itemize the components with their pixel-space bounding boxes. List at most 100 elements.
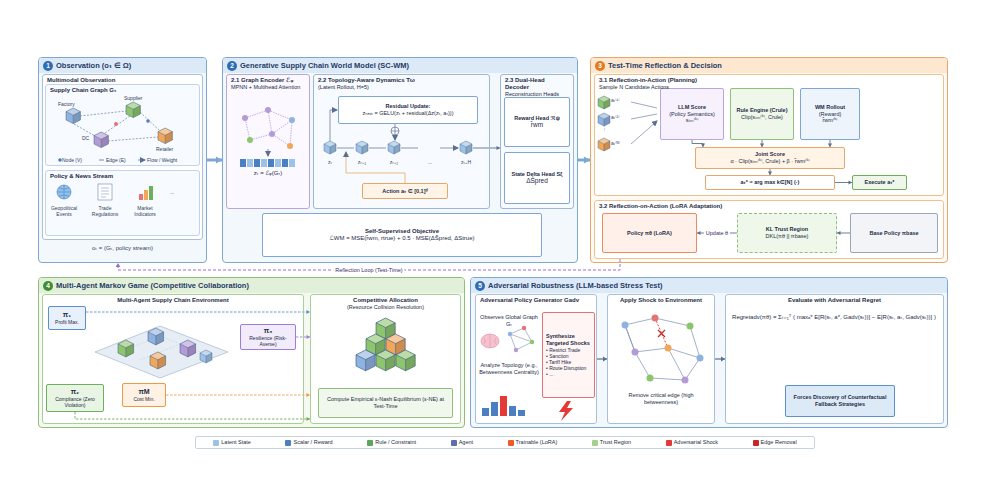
illustration-part — [200, 350, 212, 363]
part-label: Retailer — [156, 146, 173, 152]
step-number: 3 — [595, 61, 605, 71]
illustration-part — [697, 355, 704, 362]
box-content: aₜ* = arg max k∈[N] (·) — [706, 176, 834, 189]
node-text: Sample N Candidate Actions — [599, 84, 939, 91]
node-text: ℒWM = MSE(r̂wm, rtrue) + 0.5 · MSE(ΔŜpre… — [329, 235, 474, 242]
group-heading: 2.2 Topology-Aware Dynamics Tω(Latent Ro… — [314, 75, 489, 93]
part-label: Geopolitical Events — [45, 205, 83, 217]
group-box: 2.3 Dual-Head DecoderReconstruction Head… — [500, 74, 574, 209]
latent-rollout — [324, 110, 489, 183]
group-box: Policy & News Stream — [45, 170, 200, 236]
group-heading: Multimodal Observation — [43, 75, 202, 86]
illustration-part — [57, 185, 71, 199]
illustration-part — [622, 322, 629, 329]
process-box: Base Policy πbase — [850, 213, 938, 253]
box-fill — [607, 294, 715, 424]
illustration-part — [118, 340, 134, 357]
box-content: π₁Profit Max. — [49, 307, 85, 329]
group-heading: Adversarial Policy Generator Gadv — [476, 295, 596, 306]
illustration-part — [687, 323, 694, 330]
box-content: Reward Head ℛψr̂wm — [505, 98, 569, 146]
legend-item: Edge Removal — [753, 439, 797, 446]
illustration-part — [99, 160, 104, 161]
illustration-part — [508, 332, 512, 336]
process-box: πMCost Min. — [122, 383, 166, 407]
illustration-part — [598, 96, 610, 109]
box-fill — [226, 74, 310, 209]
box-heading: Joint Score — [755, 151, 785, 158]
box-fill — [46, 384, 104, 412]
step-number: 2 — [227, 61, 237, 71]
candidate-actions — [598, 96, 657, 151]
illustration-part — [150, 352, 166, 369]
illustration-part — [114, 122, 118, 126]
box-heading: Synthesize Targeted Shocks — [546, 333, 591, 346]
node-text: Profit Max. — [55, 319, 79, 325]
group-heading: Supply Chain Graph Gₜ — [46, 85, 199, 96]
illustration-part — [247, 137, 253, 143]
illustration-part — [391, 127, 399, 135]
legend-text: Edge Removal — [761, 439, 797, 446]
legend-swatch — [666, 440, 672, 446]
group-box: 2.2 Topology-Aware Dynamics Tω(Latent Ro… — [313, 74, 490, 209]
legend-item: Rule / Constraint — [367, 439, 416, 446]
illustration-part — [66, 108, 80, 124]
group-heading: 3.1 Reflection-in-Action (Planning)Sampl… — [595, 75, 943, 93]
box-fill — [800, 88, 860, 140]
illustration-part — [287, 143, 293, 149]
box-fill — [660, 88, 724, 140]
illustration-part — [126, 102, 140, 118]
box-heading: π₁ — [63, 311, 71, 319]
illustration-part — [356, 350, 375, 371]
group-heading: 3.2 Reflection-on-Action (LoRA Adaptatio… — [595, 201, 943, 212]
process-box: Reward Head ℛψr̂wm — [504, 97, 570, 147]
process-box: π₃Resilience (Risk-Averse) — [240, 324, 296, 350]
illustration-part — [510, 328, 532, 350]
box-fill — [594, 200, 944, 259]
illustration-part — [240, 159, 246, 167]
box-fill — [850, 213, 938, 253]
illustration-part — [324, 141, 336, 154]
box-heading: π₃ — [264, 327, 273, 335]
illustration-part — [57, 185, 71, 199]
illustration-part — [514, 348, 518, 352]
illustration-part — [473, 148, 489, 149]
illustration-part — [149, 186, 153, 200]
illustration-part — [346, 152, 405, 183]
part-label: Node (V) — [62, 157, 82, 163]
box-fill — [590, 57, 948, 263]
illustration-part — [391, 127, 399, 135]
box-heading: Action aₜ ∈ [0,1]ᵈ — [382, 188, 427, 195]
box-heading: Policy πθ (LoRA) — [627, 230, 672, 237]
legend-item: Latent State — [213, 439, 251, 446]
panel-header: 3Test-Time Reflection & Decision — [591, 58, 947, 73]
box-fill — [45, 170, 200, 236]
illustration-part — [261, 159, 267, 167]
illustration-part — [396, 350, 415, 371]
box-fill — [338, 96, 478, 124]
box-fill — [318, 388, 453, 418]
legend-text: Rule / Constraint — [375, 439, 416, 446]
illustration-part — [647, 375, 654, 382]
box-heading: 2.1 Graph Encoder ℰᵩ — [231, 77, 305, 84]
box-fill — [42, 294, 304, 424]
node-text: (Latent Rollout, H=5) — [318, 84, 485, 91]
node-text: • Tariff Hike — [546, 359, 571, 365]
group-box: Evaluate with Adversarial RegretRegretad… — [725, 294, 944, 424]
illustration-part — [58, 158, 62, 162]
part-label: DC — [82, 135, 89, 141]
edge-label: Update θ — [704, 230, 730, 237]
supply-chain-graph — [58, 102, 172, 162]
part-label: zₜ₊₁ — [354, 159, 370, 165]
illustration-part — [482, 408, 489, 416]
box-fill — [602, 213, 697, 253]
legend-swatch — [285, 440, 291, 446]
box-content: Rule Engine (Crule)Clip(sₗₗₘ⁽ᵏ⁾, Crule) — [731, 89, 793, 139]
panel-title: Generative Supply Chain World Model (SC-… — [240, 61, 409, 70]
legend-swatch — [753, 440, 759, 446]
box-content: Self-Supervised ObjectiveℒWM = MSE(r̂wm,… — [263, 214, 541, 256]
illustration-part — [289, 159, 295, 167]
box-content: Base Policy πbase — [851, 214, 937, 252]
process-box: KL Trust RegionDKL(πθ || πbase) — [737, 213, 837, 253]
process-box: WM Rollout(Reward)r̂wm⁽ᵏ⁾ — [800, 88, 860, 140]
